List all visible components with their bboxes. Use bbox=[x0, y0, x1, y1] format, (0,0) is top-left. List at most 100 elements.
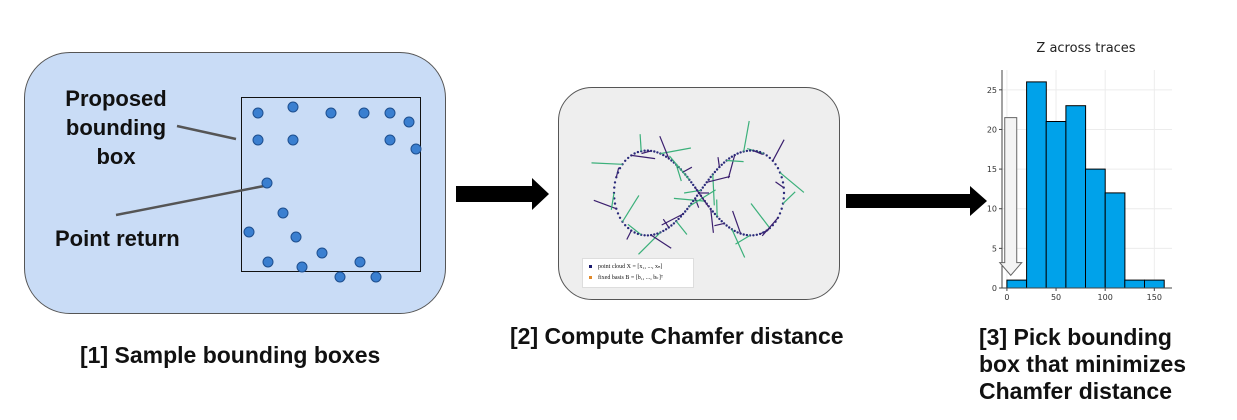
cloud-point bbox=[613, 181, 617, 184]
basis-segment bbox=[694, 198, 700, 208]
basis-segment bbox=[641, 150, 652, 155]
x-tick-label: 0 bbox=[1004, 293, 1009, 302]
cloud-point bbox=[778, 212, 782, 215]
basis-segment bbox=[727, 154, 736, 179]
cloud-point bbox=[720, 163, 723, 166]
cloud-point bbox=[664, 228, 668, 231]
cloud-point bbox=[695, 189, 699, 192]
histogram-bar bbox=[1006, 279, 1028, 289]
basis-segment bbox=[668, 155, 690, 181]
basis-segment bbox=[782, 191, 796, 205]
cloud-point bbox=[739, 151, 742, 154]
cloud-point bbox=[646, 234, 650, 237]
basis-segment bbox=[593, 199, 617, 210]
cloud-point bbox=[636, 150, 640, 154]
caption-line: box that minimizes bbox=[979, 351, 1187, 377]
cloud-point bbox=[752, 234, 755, 237]
basis-segment bbox=[775, 181, 785, 189]
cloud-point bbox=[662, 153, 665, 157]
basis-segment bbox=[639, 134, 642, 152]
basis-segment bbox=[712, 174, 715, 206]
cloud-point bbox=[670, 224, 673, 227]
cloud-point bbox=[733, 229, 736, 233]
cloud-point bbox=[718, 217, 721, 221]
point-return bbox=[370, 271, 382, 283]
point-return bbox=[261, 177, 273, 189]
basis-segment bbox=[673, 197, 705, 202]
y-tick-label: 15 bbox=[987, 165, 997, 174]
cloud-point bbox=[684, 210, 687, 213]
cloud-point bbox=[707, 178, 710, 181]
basis-segment bbox=[661, 213, 684, 226]
cloud-point bbox=[745, 149, 749, 153]
cloud-point bbox=[677, 217, 680, 221]
basis-segment bbox=[753, 150, 763, 155]
basis-segment bbox=[779, 172, 805, 193]
caption-line: Chamfer distance bbox=[979, 378, 1173, 404]
cloud-point bbox=[692, 199, 695, 203]
cloud-point bbox=[662, 229, 665, 233]
proposed-box-pointer bbox=[176, 124, 237, 141]
cloud-point bbox=[627, 156, 630, 160]
point-return bbox=[325, 107, 337, 119]
point-return bbox=[277, 207, 289, 219]
cloud-point bbox=[780, 207, 783, 210]
basis-segment bbox=[675, 220, 688, 235]
basis-segment bbox=[650, 234, 672, 249]
basis-segment bbox=[662, 218, 670, 228]
cloud-point bbox=[664, 155, 668, 158]
cloud-point bbox=[768, 156, 771, 160]
cloud-point bbox=[730, 155, 734, 158]
basis-segment bbox=[743, 120, 750, 152]
histogram-bar bbox=[1065, 105, 1087, 289]
point-return bbox=[252, 107, 264, 119]
basis-segment bbox=[621, 195, 640, 223]
basis-segment bbox=[726, 159, 744, 163]
cloud-point bbox=[656, 232, 659, 235]
cloud-point bbox=[690, 181, 693, 184]
point-return bbox=[252, 134, 264, 146]
point-return bbox=[316, 247, 328, 259]
histogram-bar bbox=[1026, 81, 1047, 289]
point-return bbox=[334, 271, 346, 283]
cloud-point bbox=[624, 159, 627, 162]
figure-legend: point cloud X = [x₁, ..., xₙ] fixed basi… bbox=[582, 258, 694, 288]
cloud-point bbox=[616, 171, 620, 174]
basis-segment bbox=[717, 157, 720, 168]
cloud-point bbox=[736, 231, 739, 234]
point-return-pointer bbox=[115, 184, 265, 217]
cloud-point bbox=[633, 231, 636, 234]
cloud-point bbox=[695, 194, 699, 197]
cloud-point bbox=[780, 176, 783, 179]
cloud-point bbox=[722, 161, 726, 164]
cloud-point bbox=[728, 157, 731, 160]
cloud-point bbox=[672, 222, 676, 225]
histogram-bar bbox=[1045, 121, 1067, 289]
cloud-point bbox=[643, 149, 646, 152]
caption-step-1: [1] Sample bounding boxes bbox=[80, 342, 381, 368]
legend-text: point cloud X = [x₁, ..., xₙ] bbox=[598, 264, 663, 270]
cloud-point bbox=[633, 152, 636, 155]
point-cloud-figure bbox=[591, 120, 805, 258]
basis-segment bbox=[610, 192, 615, 210]
cloud-point bbox=[703, 183, 706, 187]
point-return bbox=[358, 107, 370, 119]
x-tick-label: 50 bbox=[1051, 293, 1061, 302]
point-return bbox=[296, 261, 308, 273]
cloud-point bbox=[711, 210, 714, 213]
cloud-point bbox=[643, 234, 646, 237]
cloud-point bbox=[692, 183, 695, 187]
cloud-point bbox=[765, 154, 768, 157]
cloud-point bbox=[613, 202, 617, 205]
basis-segment bbox=[627, 223, 642, 236]
x-tick-label: 100 bbox=[1098, 293, 1113, 302]
point-return bbox=[384, 107, 396, 119]
point-return bbox=[262, 256, 274, 268]
basis-segment bbox=[659, 135, 670, 159]
basis-segment bbox=[682, 166, 693, 173]
point-return bbox=[243, 226, 255, 238]
arrow-right-1 bbox=[456, 178, 549, 210]
cloud-point bbox=[679, 215, 683, 218]
